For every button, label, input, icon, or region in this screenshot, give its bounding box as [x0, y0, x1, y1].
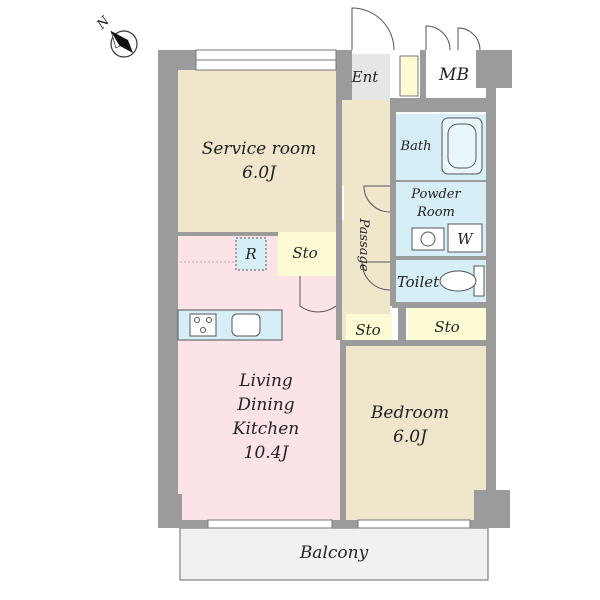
refrigerator-label: R — [244, 245, 256, 263]
balcony-label: Balcony — [299, 543, 369, 563]
storage-a-label: Sto — [292, 244, 317, 262]
storage-c-area — [408, 308, 486, 344]
storage-b-label: Sto — [355, 321, 380, 339]
passage-area — [342, 100, 390, 340]
powder-room-label-1: Powder — [410, 187, 461, 202]
ldk-label-1: Living — [238, 371, 293, 391]
toilet-icon — [439, 265, 485, 297]
shoe-cabinet-icon — [399, 55, 419, 97]
refrigerator-space — [235, 237, 267, 271]
balcony-area — [179, 527, 489, 581]
windows — [195, 49, 471, 529]
bedroom-size: 6.0J — [393, 427, 428, 447]
service-room-size: 6.0J — [242, 163, 277, 183]
storage-a-area — [278, 232, 336, 276]
storage-b-area — [346, 314, 392, 344]
washer-space — [447, 223, 483, 253]
ldk-label-2: Dining — [236, 395, 294, 415]
doors — [299, 7, 481, 313]
meter-box-area — [426, 54, 478, 98]
bedroom-area — [346, 346, 486, 520]
service-room-label: Service room — [202, 139, 317, 159]
passage-label: Passage — [356, 217, 371, 271]
ldk-size: 10.4J — [244, 443, 290, 463]
storage-c-label: Sto — [434, 318, 459, 336]
powder-room-label-2: Room — [416, 205, 455, 220]
entrance-area — [346, 54, 390, 100]
washbasin-icon — [411, 227, 445, 251]
bedroom-label: Bedroom — [370, 403, 449, 423]
north-arrow-icon: N — [94, 13, 138, 58]
toilet-label: Toilet — [397, 273, 440, 291]
bathtub-icon — [441, 117, 483, 175]
ldk-area — [178, 236, 340, 520]
kitchen-counter-icon — [177, 309, 283, 341]
ldk-label-3: Kitchen — [232, 419, 299, 439]
entrance-label: Ent — [351, 68, 380, 86]
service-room-area — [178, 70, 340, 232]
washer-label: W — [457, 230, 474, 248]
compass-label: N — [94, 13, 114, 33]
bath-label: Bath — [400, 139, 432, 154]
meter-box-label: MB — [438, 65, 469, 85]
